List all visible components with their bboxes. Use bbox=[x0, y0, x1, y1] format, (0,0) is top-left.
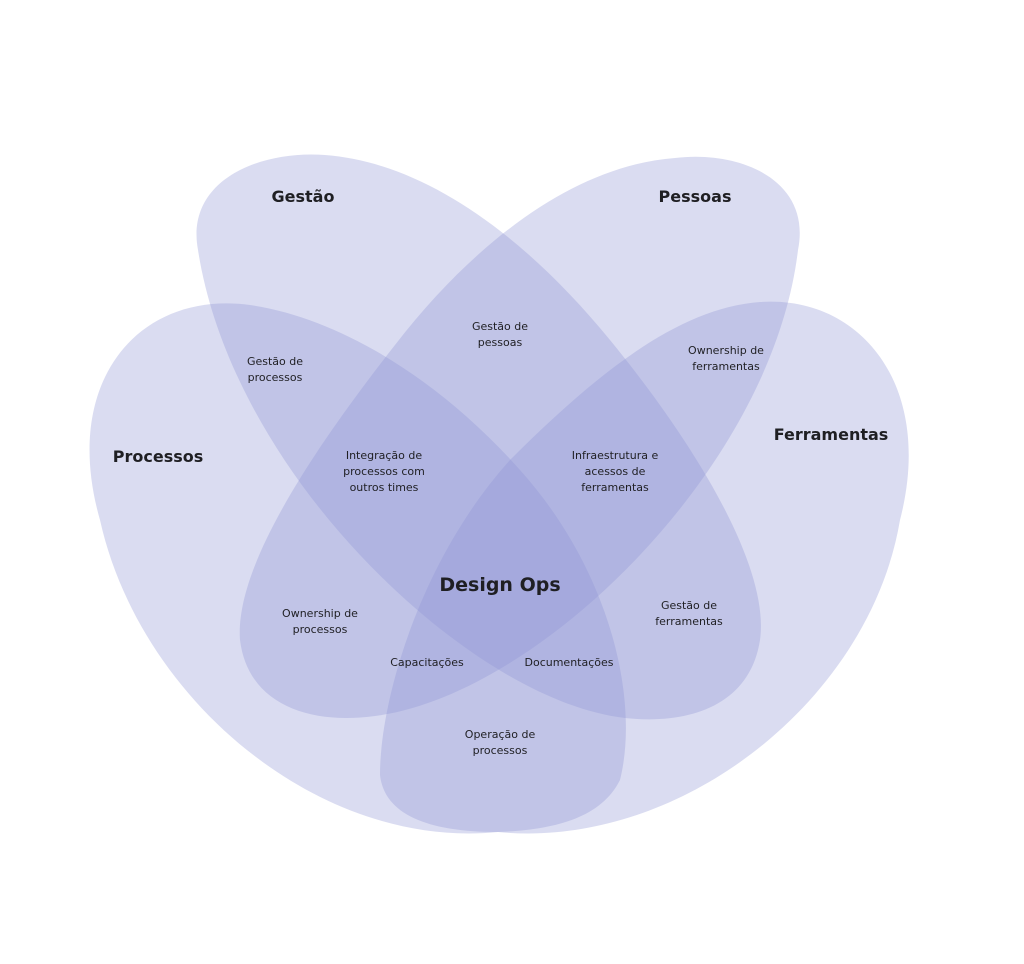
line: Integração de bbox=[345, 449, 423, 462]
line: Operação de bbox=[464, 728, 536, 741]
region-label-gestao-de-pessoas: Gestão de pessoas bbox=[472, 319, 528, 351]
line: Gestão de bbox=[471, 320, 529, 333]
petal-processos bbox=[89, 303, 626, 834]
petal-gestao bbox=[196, 154, 761, 720]
line: ferramentas bbox=[581, 481, 649, 494]
line: processos com bbox=[343, 465, 425, 478]
line: ferramentas bbox=[655, 615, 723, 628]
line: Ownership de bbox=[282, 607, 358, 620]
line: acessos de bbox=[584, 465, 646, 478]
line: processos bbox=[247, 371, 303, 384]
region-label-operacao-de-processos: Operação de processos bbox=[465, 727, 535, 759]
center-label-design-ops: Design Ops bbox=[439, 574, 561, 596]
line: pessoas bbox=[477, 336, 523, 349]
region-label-gestao-de-processos: Gestão de processos bbox=[247, 354, 303, 386]
region-label-capacitacoes: Capacitações bbox=[390, 655, 464, 671]
set-label-pessoas: Pessoas bbox=[658, 187, 732, 206]
set-label-processos: Processos bbox=[112, 447, 204, 466]
line: outros times bbox=[349, 481, 419, 494]
region-label-ownership-de-processos: Ownership de processos bbox=[282, 606, 358, 638]
line: Ownership de bbox=[688, 344, 764, 357]
line: Infraestrutura e bbox=[571, 449, 659, 462]
region-label-integracao: Integração de processos com outros times bbox=[343, 448, 425, 496]
line: Documentações bbox=[524, 656, 614, 669]
petal-pessoas bbox=[239, 156, 800, 719]
petal-ferramentas bbox=[380, 301, 909, 834]
line: Gestão de bbox=[660, 599, 718, 612]
region-label-documentacoes: Documentações bbox=[524, 655, 613, 671]
line: ferramentas bbox=[692, 360, 760, 373]
line: processos bbox=[292, 623, 348, 636]
region-label-ownership-de-ferramentas: Ownership de ferramentas bbox=[688, 343, 764, 375]
line: Capacitações bbox=[390, 656, 464, 669]
set-label-gestao: Gestão bbox=[271, 187, 335, 206]
region-label-gestao-de-ferramentas: Gestão de ferramentas bbox=[655, 598, 722, 630]
region-label-infraestrutura: Infraestrutura e acessos de ferramentas bbox=[572, 448, 658, 496]
line: Gestão de bbox=[246, 355, 304, 368]
set-label-ferramentas: Ferramentas bbox=[773, 425, 889, 444]
line: processos bbox=[472, 744, 528, 757]
